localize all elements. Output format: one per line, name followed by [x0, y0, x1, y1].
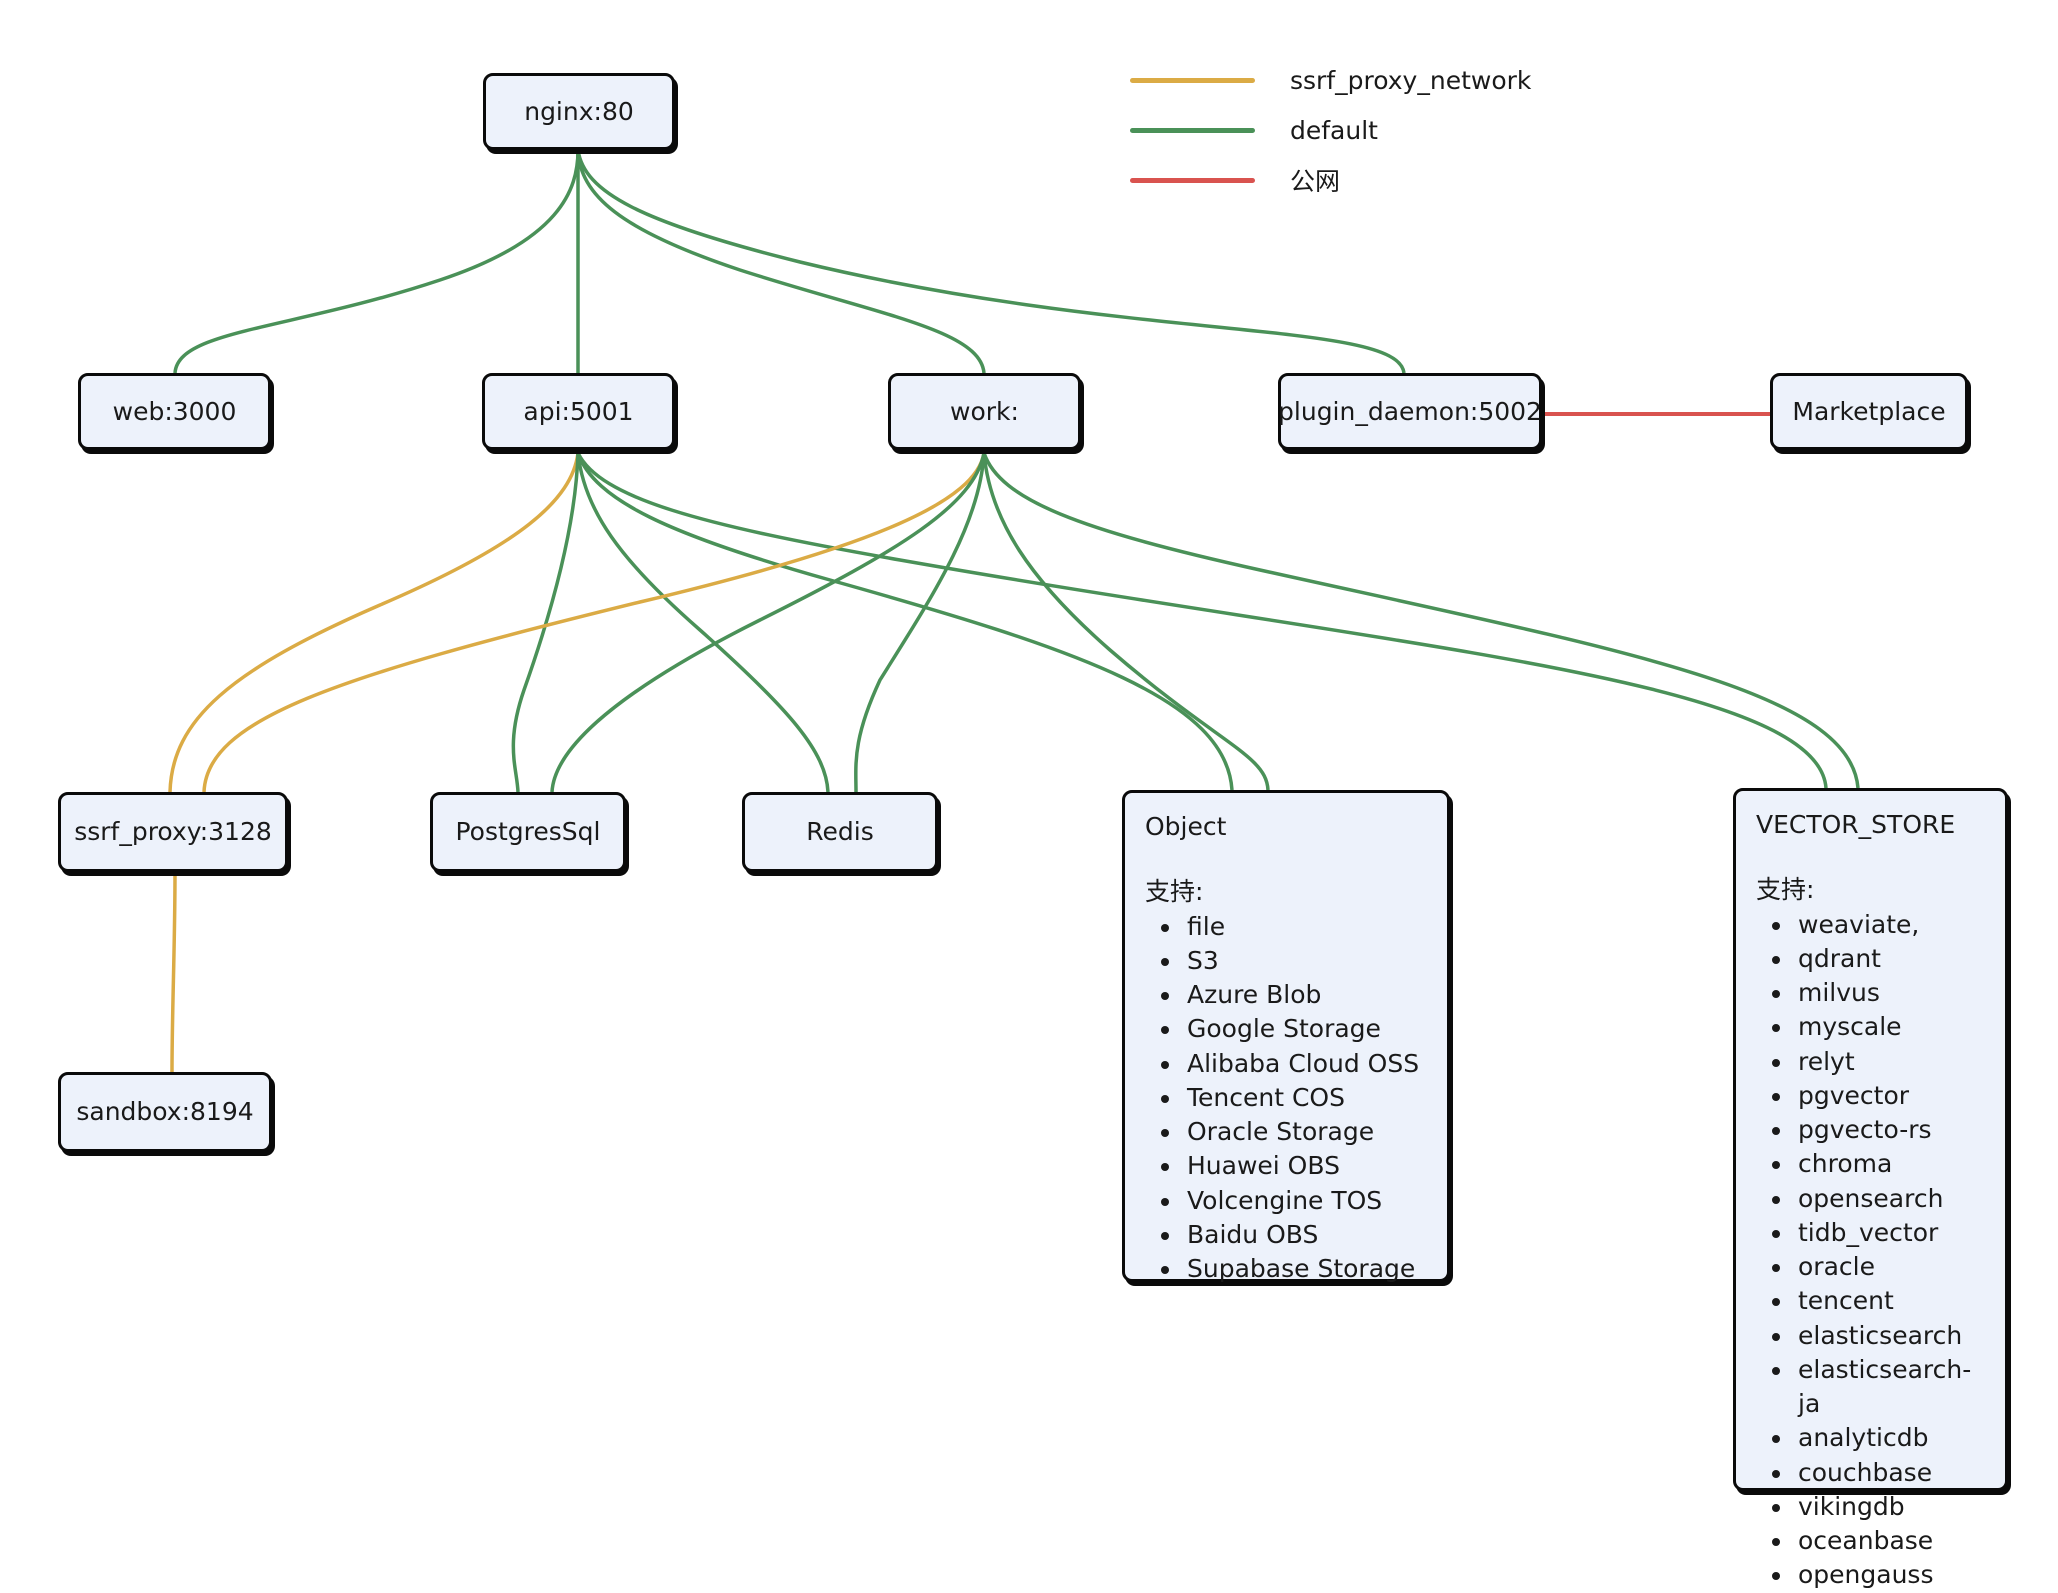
- legend-label-ssrf-proxy-network: ssrf_proxy_network: [1290, 65, 1532, 95]
- list-item: analyticdb: [1794, 1421, 1983, 1455]
- node-plugin-daemon-label: plugin_daemon:5002: [1278, 396, 1542, 426]
- diagram-canvas: ssrf_proxy_network default 公网 nginx:80 w…: [0, 0, 2058, 1556]
- node-nginx-label: nginx:80: [524, 96, 634, 126]
- edge-layer: [168, 149, 1860, 1073]
- legend-item-public-network: 公网: [1130, 155, 1530, 205]
- object-storage-list: file S3 Azure Blob Google Storage Alibab…: [1145, 910, 1425, 1287]
- edge-work-redis: [854, 452, 986, 793]
- node-ssrf-proxy-label: ssrf_proxy:3128: [74, 817, 272, 847]
- node-sandbox[interactable]: sandbox:8194: [58, 1072, 272, 1152]
- list-item: Alibaba Cloud OSS: [1183, 1047, 1425, 1081]
- list-item: Google Storage: [1183, 1012, 1425, 1046]
- legend-label-public-network: 公网: [1290, 167, 1341, 196]
- list-item: oracle: [1794, 1250, 1983, 1284]
- edge-work-vector: [982, 452, 1860, 789]
- edge-api-postgres: [511, 452, 580, 793]
- edge-nginx-plugin: [576, 149, 1406, 374]
- edge-work-postgres: [550, 452, 986, 793]
- object-storage-title: Object: [1145, 812, 1227, 841]
- node-vector-store[interactable]: VECTOR_STORE 支持: weaviate, qdrant milvus…: [1733, 788, 2008, 1589]
- list-item: opensearch: [1794, 1182, 1983, 1216]
- list-item: myscale: [1794, 1010, 1983, 1044]
- list-item: Huawei OBS: [1183, 1149, 1425, 1183]
- list-item: elasticsearch-ja: [1794, 1353, 1983, 1422]
- node-web[interactable]: web:3000: [78, 373, 271, 450]
- list-item: Volcengine TOS: [1183, 1184, 1425, 1218]
- node-object-storage[interactable]: Object 支持: file S3 Azure Blob Google Sto…: [1122, 790, 1450, 1283]
- list-item: qdrant: [1794, 942, 1983, 976]
- edge-nginx-web: [173, 149, 580, 374]
- list-item: opengauss: [1794, 1558, 1983, 1592]
- list-item: tidb_vector: [1794, 1216, 1983, 1250]
- node-nginx[interactable]: nginx:80: [483, 73, 675, 150]
- node-sandbox-label: sandbox:8194: [76, 1097, 254, 1127]
- list-item: Oracle Storage: [1183, 1115, 1425, 1149]
- list-item: pgvector: [1794, 1079, 1983, 1113]
- legend-swatch-public-network: [1130, 177, 1255, 183]
- vector-store-subtitle: 支持:: [1756, 875, 1815, 905]
- list-item: oceanbase: [1794, 1524, 1983, 1558]
- list-item: Supabase Storage: [1183, 1252, 1425, 1286]
- node-marketplace[interactable]: Marketplace: [1770, 373, 1968, 450]
- legend-label-default: default: [1290, 115, 1378, 145]
- list-item: pgvecto-rs: [1794, 1113, 1983, 1147]
- list-item: Tencent COS: [1183, 1081, 1425, 1115]
- node-work[interactable]: work:: [888, 373, 1081, 450]
- edge-work-object: [982, 452, 1270, 791]
- edge-api-redis: [576, 452, 830, 793]
- node-postgres[interactable]: PostgresSql: [430, 792, 626, 872]
- list-item: couchbase: [1794, 1456, 1983, 1490]
- list-item: chroma: [1794, 1147, 1983, 1181]
- edge-nginx-work: [576, 149, 986, 374]
- vector-store-list: weaviate, qdrant milvus myscale relyt pg…: [1756, 908, 1983, 1593]
- legend-swatch-ssrf-proxy-network: [1130, 77, 1255, 83]
- list-item: file: [1183, 910, 1425, 944]
- edge-work-ssrf-proxy: [202, 452, 986, 793]
- list-item: tencent: [1794, 1284, 1983, 1318]
- node-api[interactable]: api:5001: [482, 373, 675, 450]
- list-item: milvus: [1794, 976, 1983, 1010]
- edge-api-ssrf-proxy: [168, 452, 580, 793]
- list-item: Azure Blob: [1183, 978, 1425, 1012]
- list-item: weaviate,: [1794, 908, 1983, 942]
- legend-item-default: default: [1130, 105, 1530, 155]
- list-item: S3: [1183, 944, 1425, 978]
- list-item: Baidu OBS: [1183, 1218, 1425, 1252]
- list-item: elasticsearch: [1794, 1319, 1983, 1353]
- node-redis[interactable]: Redis: [742, 792, 938, 872]
- node-postgres-label: PostgresSql: [455, 817, 601, 847]
- node-web-label: web:3000: [112, 396, 237, 426]
- node-plugin-daemon[interactable]: plugin_daemon:5002: [1278, 373, 1542, 450]
- node-marketplace-label: Marketplace: [1792, 396, 1946, 426]
- node-ssrf-proxy[interactable]: ssrf_proxy:3128: [58, 792, 288, 872]
- object-storage-subtitle: 支持:: [1145, 877, 1204, 907]
- legend: ssrf_proxy_network default 公网: [1130, 55, 1532, 205]
- node-redis-label: Redis: [806, 817, 874, 847]
- legend-item-ssrf-proxy-network: ssrf_proxy_network: [1130, 55, 1532, 105]
- edge-api-vector: [576, 452, 1828, 789]
- node-api-label: api:5001: [523, 396, 634, 426]
- node-work-label: work:: [950, 396, 1019, 426]
- list-item: relyt: [1794, 1045, 1983, 1079]
- edge-ssrf-proxy-sandbox: [170, 871, 177, 1073]
- legend-swatch-default: [1130, 127, 1255, 133]
- edge-api-object: [576, 452, 1234, 791]
- list-item: vikingdb: [1794, 1490, 1983, 1524]
- vector-store-title: VECTOR_STORE: [1756, 810, 1956, 839]
